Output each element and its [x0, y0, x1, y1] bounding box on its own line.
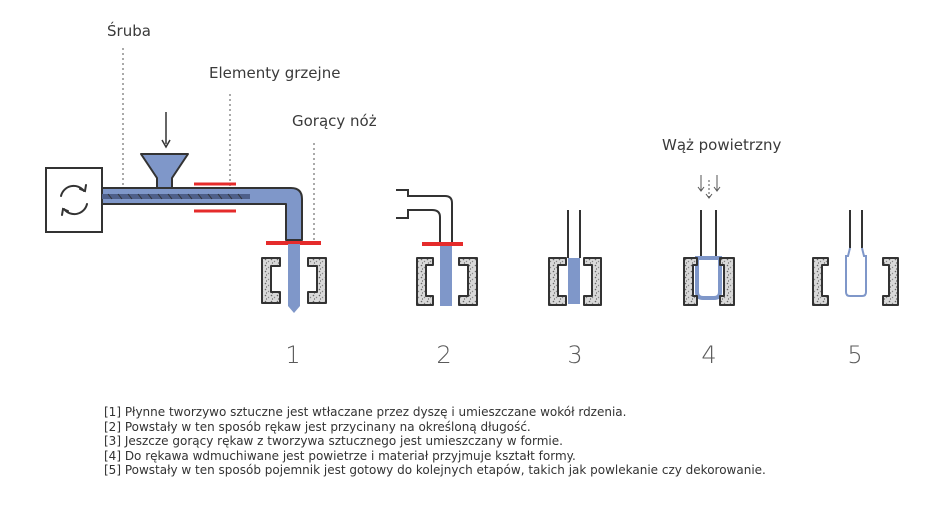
rotate-arrows-icon: [60, 184, 88, 216]
step-number-1: 1: [285, 341, 300, 369]
container-4: [695, 256, 722, 300]
hot-knife-label: Gorący nóż: [292, 112, 377, 130]
mold-1: [261, 257, 327, 304]
parison-3: [568, 258, 580, 304]
mold-4: [683, 257, 735, 306]
container-5: [845, 247, 867, 297]
step-number-5: 5: [847, 341, 862, 369]
air-hose-label: Wąż powietrzny: [662, 136, 781, 154]
legend-item-3: [3] Jeszcze gorący rękaw z tworzywa sztu…: [104, 434, 563, 449]
mold-5: [812, 257, 899, 306]
step-number-2: 2: [436, 341, 451, 369]
nozzle-2: [396, 189, 453, 245]
parison-1-tip: [288, 306, 300, 313]
air-arrows-icon: [697, 175, 721, 199]
legend-item-5: [5] Powstały w ten sposób pojemnik jest …: [104, 463, 766, 478]
motor-box: [45, 167, 103, 233]
steps-legend: [1] Płynne tworzywo sztuczne jest wtłacz…: [104, 405, 766, 478]
step-number-3: 3: [567, 341, 582, 369]
material-input-arrow: [161, 112, 171, 149]
parison-1: [288, 244, 300, 306]
legend-item-1: [1] Płynne tworzywo sztuczne jest wtłacz…: [104, 405, 627, 419]
parison-2: [440, 246, 452, 306]
legend-item-2: [2] Powstały w ten sposób rękaw jest prz…: [104, 419, 531, 434]
screw-shaft: [102, 194, 250, 199]
screw-flights: [107, 193, 243, 200]
legend-item-4: [4] Do rękawa wdmuchiwane jest powietrze…: [104, 448, 576, 463]
heaters-label: Elementy grzejne: [209, 64, 340, 82]
screw-label: Śruba: [107, 21, 151, 40]
mold-2: [416, 257, 478, 306]
step-number-4: 4: [701, 341, 716, 369]
hopper: [140, 153, 189, 189]
extruder-barrel: [101, 187, 303, 241]
mold-3: [548, 257, 602, 306]
